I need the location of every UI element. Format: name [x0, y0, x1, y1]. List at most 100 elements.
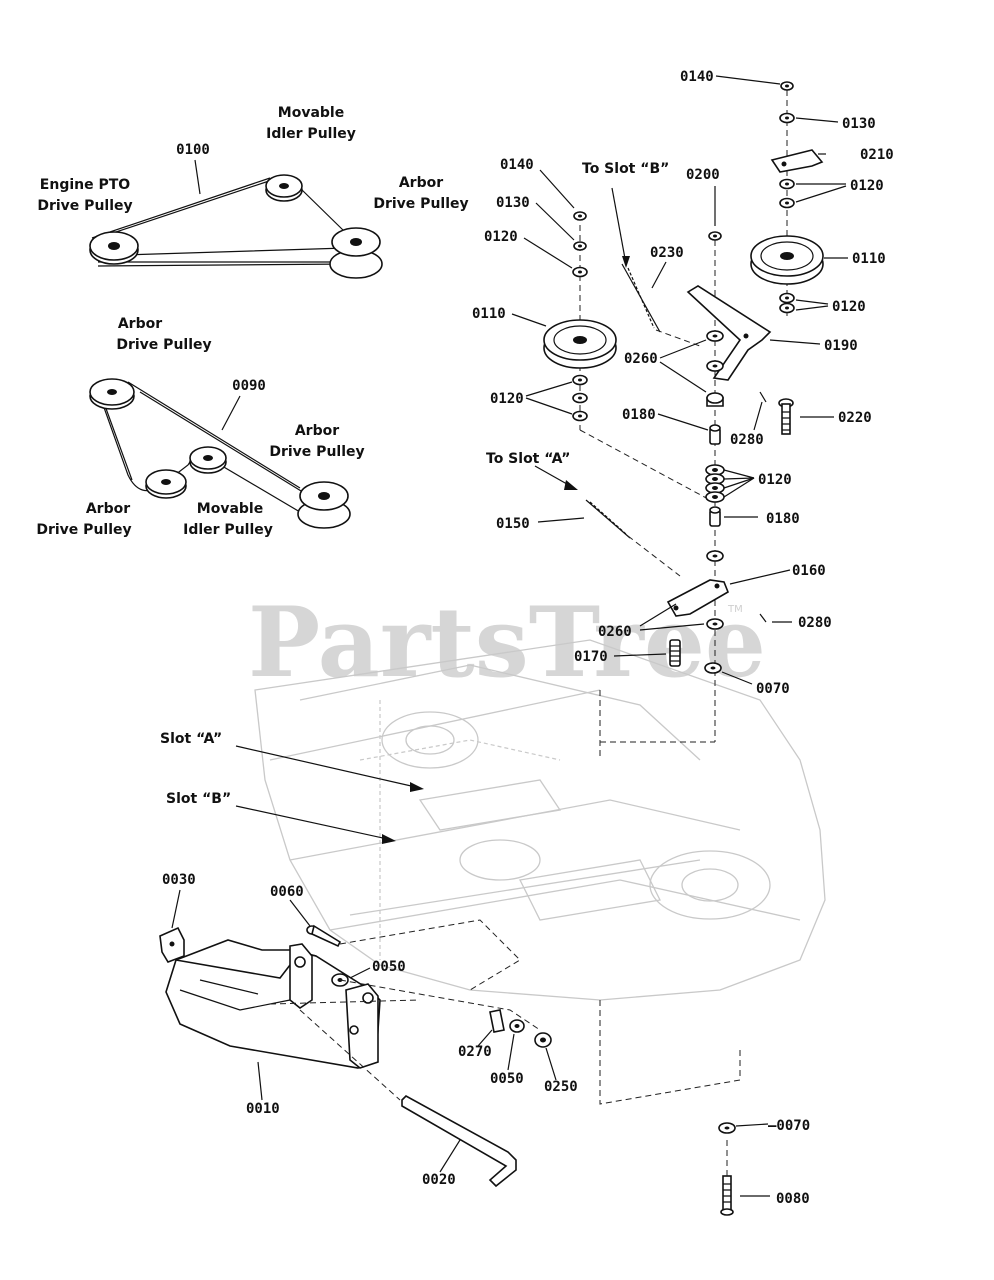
part-label-0020: 0020 — [422, 1172, 456, 1188]
right-pulley-stack — [750, 81, 824, 320]
part-label-0030: 0030 — [162, 872, 196, 888]
part-label-0210: 0210 — [860, 147, 894, 163]
part-label-0140-top: 0140 — [680, 69, 714, 85]
part-label-0250: 0250 — [544, 1079, 578, 1095]
slot-arrows — [235, 187, 630, 844]
part-label-0080: 0080 — [776, 1191, 810, 1207]
arbor-drive-pulley-top — [89, 378, 135, 410]
caption-drive-pulley-1: Drive Pulley — [37, 198, 132, 214]
part-label-0070-b: –0070 — [768, 1118, 810, 1134]
part-label-0050-a: 0050 — [372, 959, 406, 975]
watermark-trademark: TM — [727, 604, 743, 615]
bolt-0220 — [778, 398, 794, 435]
assembly-dashed-lines — [269, 690, 741, 1176]
spacer-0180-a — [709, 424, 721, 445]
part-label-0120-a: 0120 — [850, 178, 884, 194]
label-to-slot-b: To Slot “B” — [582, 161, 669, 177]
part-label-0180-a: 0180 — [622, 407, 656, 423]
washer-0050-b — [509, 1019, 525, 1033]
part-label-0050-b: 0050 — [490, 1071, 524, 1087]
part-label-0010: 0010 — [246, 1101, 280, 1117]
left-pulley-stack — [543, 211, 711, 501]
washer-0130-top — [779, 112, 795, 124]
washer-0070-b — [718, 1122, 736, 1134]
washer-0120-a — [779, 178, 795, 209]
leader-0090 — [221, 395, 241, 431]
part-label-0270: 0270 — [458, 1044, 492, 1060]
engine-pto-drive-pulley — [89, 231, 139, 265]
pin-0280-b — [759, 613, 767, 623]
washer-0120-left — [572, 266, 588, 278]
mounting-bracket-0010 — [165, 939, 381, 1069]
part-label-0070-a: 0070 — [756, 681, 790, 697]
caption-movable-2: Movable — [197, 501, 263, 517]
arbor-drive-pulley-left — [145, 469, 187, 499]
part-label-0280-b: 0280 — [798, 615, 832, 631]
bushing-0260-b — [706, 618, 724, 630]
part-label-0280-a: 0280 — [730, 432, 764, 448]
part-label-0260-b: 0260 — [598, 624, 632, 640]
spring-0150 — [585, 499, 681, 577]
part-label-0170: 0170 — [574, 649, 608, 665]
pulley-0110-left — [543, 319, 617, 369]
label-0100: 0100 — [176, 142, 210, 158]
part-label-0120-d: 0120 — [758, 472, 792, 488]
nut-0250 — [534, 1032, 552, 1048]
bolt-0080 — [720, 1175, 734, 1216]
label-to-slot-a: To Slot “A” — [486, 451, 570, 467]
part-label-0130-top: 0130 — [842, 116, 876, 132]
washer-0070-a — [704, 662, 722, 674]
arbor-drive-pulley-right — [297, 481, 351, 529]
spacer-0180-b — [709, 506, 721, 527]
caption-arbor-left: Arbor — [86, 501, 130, 517]
part-label-0110-left: 0110 — [472, 306, 506, 322]
label-slot-b: Slot “B” — [166, 791, 231, 807]
idler-arm-0190 — [686, 285, 772, 381]
washer-0120-b — [779, 292, 795, 314]
part-label-0120-left: 0120 — [484, 229, 518, 245]
washer-0120-left-lower — [572, 374, 588, 422]
bushing-upper — [706, 550, 724, 562]
caption-movable: Movable — [278, 105, 344, 121]
part-label-0110-right: 0110 — [852, 251, 886, 267]
caption-drive-pulley-top: Drive Pulley — [116, 337, 211, 353]
caption-drive-pulley-right: Drive Pulley — [269, 444, 364, 460]
caption-drive-pulley-left: Drive Pulley — [36, 522, 131, 538]
nut-0140-top — [780, 81, 794, 91]
bolt-0060 — [306, 924, 342, 948]
pin-0280-a — [759, 391, 767, 403]
part-label-0230: 0230 — [650, 245, 684, 261]
spring-0230 — [621, 263, 701, 347]
caption-idler-pulley: Idler Pulley — [266, 126, 356, 142]
bushing-0260-a — [706, 330, 724, 407]
idler-assembly — [600, 231, 794, 743]
rod-0020 — [401, 1095, 517, 1188]
part-label-0200: 0200 — [686, 167, 720, 183]
bracket-0210 — [770, 149, 824, 173]
belt-routing-diagram-1: Movable Idler Pulley Engine PTO Drive Pu… — [37, 105, 469, 279]
mower-deck-outline — [254, 639, 826, 1001]
nut-0200 — [708, 231, 722, 241]
part-label-0120-c: 0120 — [490, 391, 524, 407]
washer-stack-0120 — [705, 464, 725, 503]
caption-arbor-right: Arbor — [295, 423, 339, 439]
part-label-0060: 0060 — [270, 884, 304, 900]
part-label-0150: 0150 — [496, 516, 530, 532]
belt-routing-diagram-2: Arbor Drive Pulley Arbor Drive Pulley Ar… — [36, 316, 364, 538]
label-slot-a: Slot “A” — [160, 731, 222, 747]
pulley-0110-right — [750, 235, 824, 285]
part-label-0130-left: 0130 — [496, 195, 530, 211]
part-label-0180-b: 0180 — [766, 511, 800, 527]
part-label-0120-b: 0120 — [832, 299, 866, 315]
clip-0030 — [159, 926, 185, 963]
movable-idler-pulley — [265, 174, 303, 202]
bolt-0170 — [669, 639, 681, 667]
part-label-0220: 0220 — [838, 410, 872, 426]
arbor-drive-pulley — [329, 227, 383, 279]
part-label-0190: 0190 — [824, 338, 858, 354]
leader-0100 — [194, 159, 201, 195]
bolt-0270 — [489, 1009, 505, 1033]
caption-drive-pulley-2: Drive Pulley — [373, 196, 468, 212]
part-label-0140-left: 0140 — [500, 157, 534, 173]
